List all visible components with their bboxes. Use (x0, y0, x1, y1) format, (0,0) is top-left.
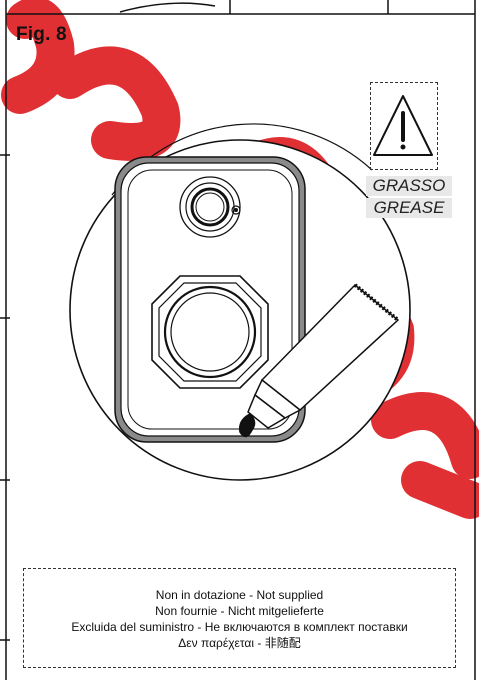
grease-warning-box (370, 82, 438, 170)
note-line-es-ru: Excluida del suministro - Не включаются … (71, 620, 408, 634)
grease-tube-icon (238, 283, 400, 438)
note-line-el-zh: Δεν παρέχεται - 非随配 (178, 636, 301, 650)
grease-label-english: GREASE (366, 198, 452, 218)
grease-label-italian: GRASSO (366, 176, 452, 196)
figure-title: Fig. 8 (16, 24, 67, 45)
warning-triangle-icon (373, 95, 433, 156)
mixer-cartridge (151, 275, 269, 389)
diverter-knob (179, 176, 241, 238)
note-line-it-en: Non in dotazione - Not supplied (155, 588, 324, 602)
note-line-fr-de: Non fournie - Nicht mitgelieferte (155, 604, 324, 618)
not-supplied-note: Non in dotazione - Not supplied Non four… (23, 568, 456, 668)
